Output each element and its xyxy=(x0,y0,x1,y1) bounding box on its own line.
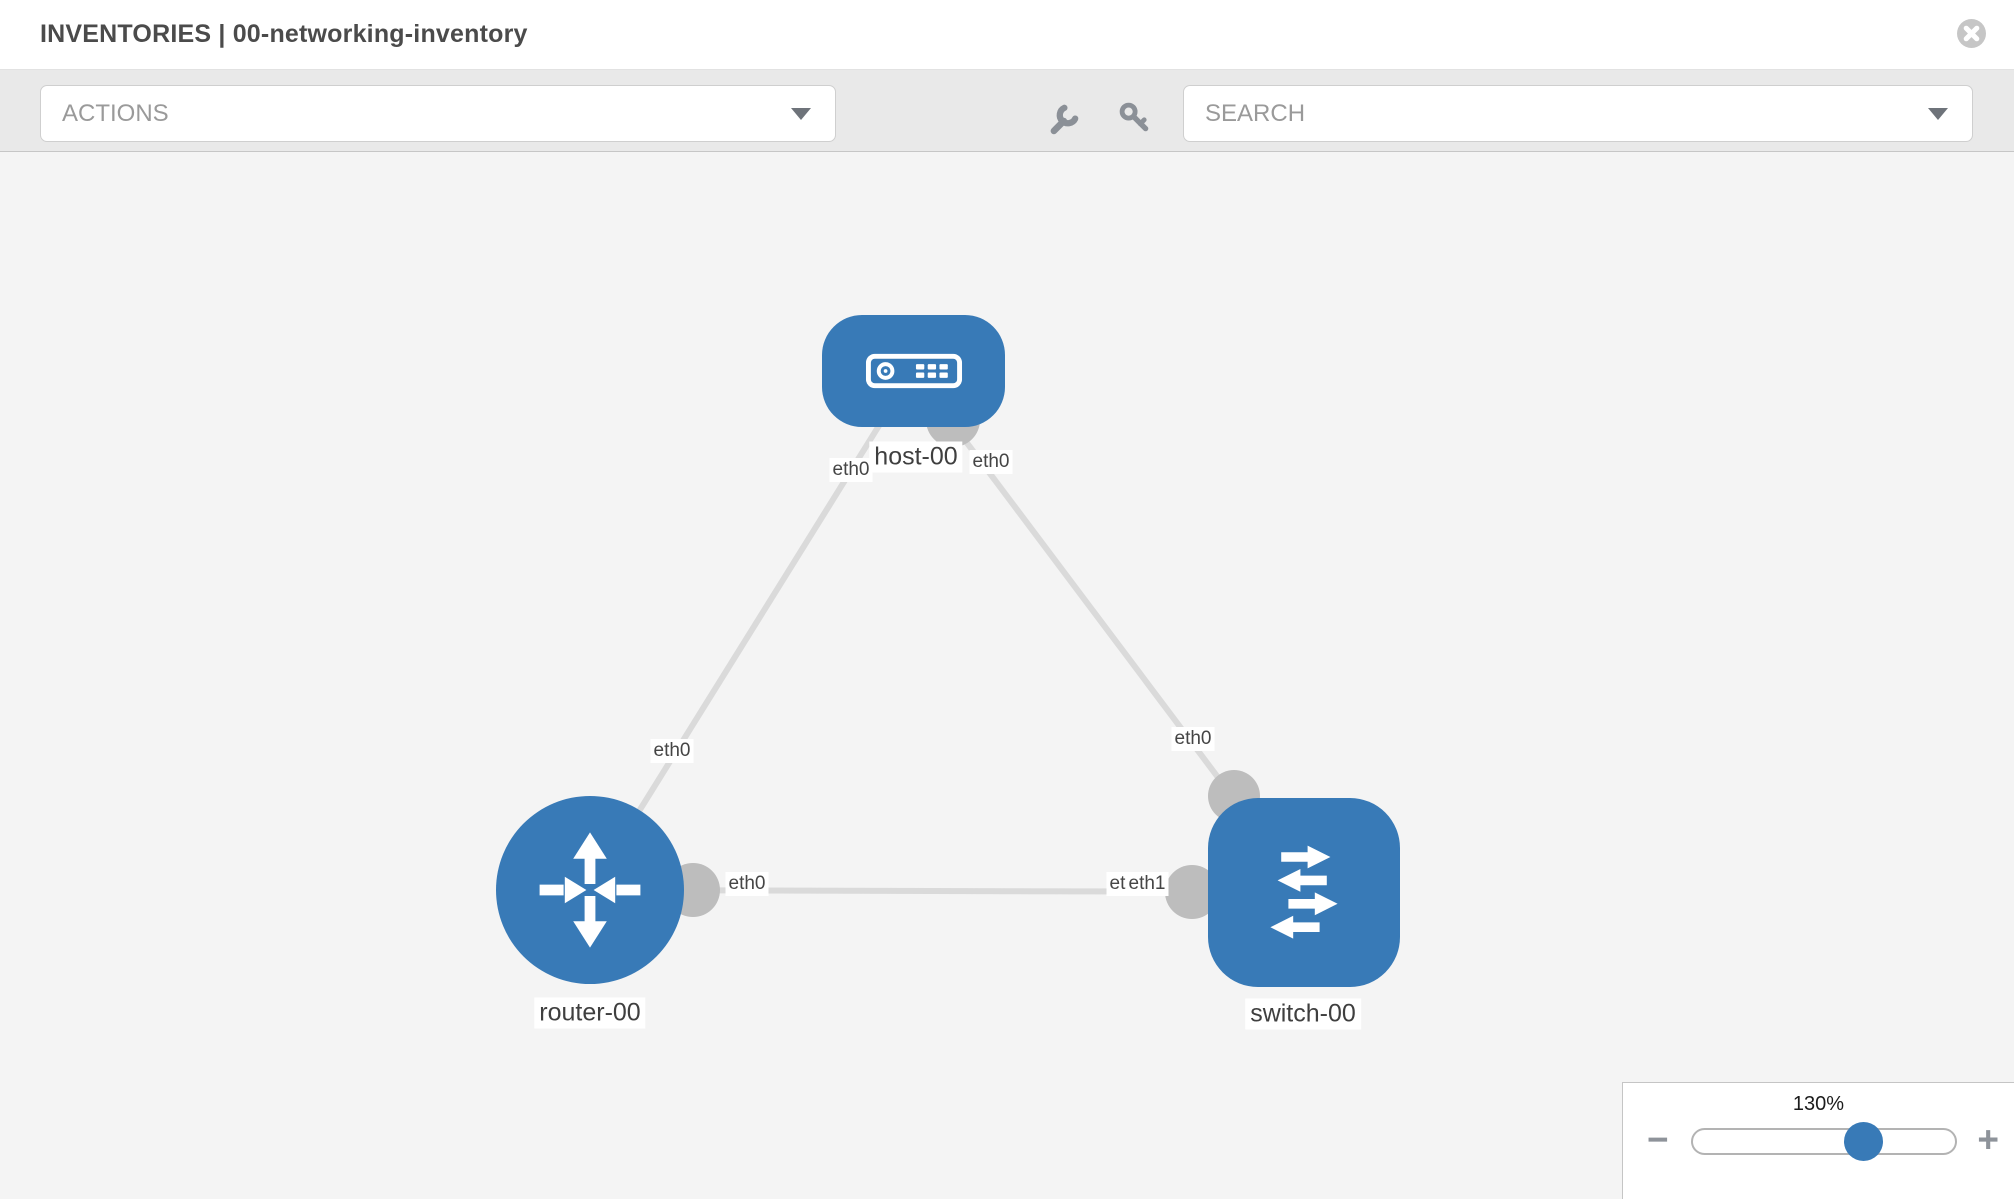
zoom-in-button[interactable]: + xyxy=(1977,1119,1999,1160)
search-dropdown-label: SEARCH xyxy=(1205,99,1306,127)
wrench-icon[interactable] xyxy=(1047,100,1083,136)
iface-label-eth0: eth0 xyxy=(1171,727,1215,751)
toolbar: ACTIONS SEARCH xyxy=(0,70,2014,152)
node-switch-00[interactable] xyxy=(1208,798,1400,987)
link-layer xyxy=(587,369,1307,919)
zoom-slider[interactable] xyxy=(1691,1122,1957,1161)
interface-connector xyxy=(1165,865,1219,919)
link-host-router[interactable] xyxy=(587,369,916,892)
page-title: INVENTORIES | 00-networking-inventory xyxy=(40,20,528,48)
search-dropdown[interactable]: SEARCH xyxy=(1183,85,1973,142)
node-host-00[interactable] xyxy=(822,315,1005,427)
zoom-panel: 130% − + xyxy=(1622,1082,2014,1199)
zoom-level: 130% xyxy=(1792,1093,1845,1115)
node-label-host-00: host-00 xyxy=(869,441,963,473)
iface-label-eth0: eth0 xyxy=(725,872,769,896)
actions-dropdown[interactable]: ACTIONS xyxy=(40,85,836,142)
actions-dropdown-label: ACTIONS xyxy=(62,99,169,127)
iface-label-eth1: eth1 xyxy=(1125,872,1169,896)
iface-label-eth0: eth0 xyxy=(650,739,694,763)
node-label-router-00: router-00 xyxy=(534,997,646,1029)
chevron-down-icon xyxy=(791,107,811,120)
host-icon xyxy=(865,353,962,389)
zoom-out-button[interactable]: − xyxy=(1647,1119,1669,1160)
router-icon xyxy=(539,832,641,948)
node-label-switch-00: switch-00 xyxy=(1245,998,1361,1030)
iface-label-eth0: eth0 xyxy=(969,450,1013,474)
topology-canvas[interactable]: host-00 router-00 switch-00 eth0 eth0 et… xyxy=(0,152,2014,1199)
key-icon[interactable] xyxy=(1117,100,1153,136)
zoom-slider-thumb[interactable] xyxy=(1844,1122,1883,1161)
header: INVENTORIES | 00-networking-inventory xyxy=(0,0,2014,70)
iface-label-eth0: eth0 xyxy=(829,458,873,482)
switch-icon xyxy=(1270,845,1338,939)
node-router-00[interactable] xyxy=(496,796,684,984)
chevron-down-icon xyxy=(1928,107,1948,120)
close-icon[interactable] xyxy=(1956,18,1987,49)
